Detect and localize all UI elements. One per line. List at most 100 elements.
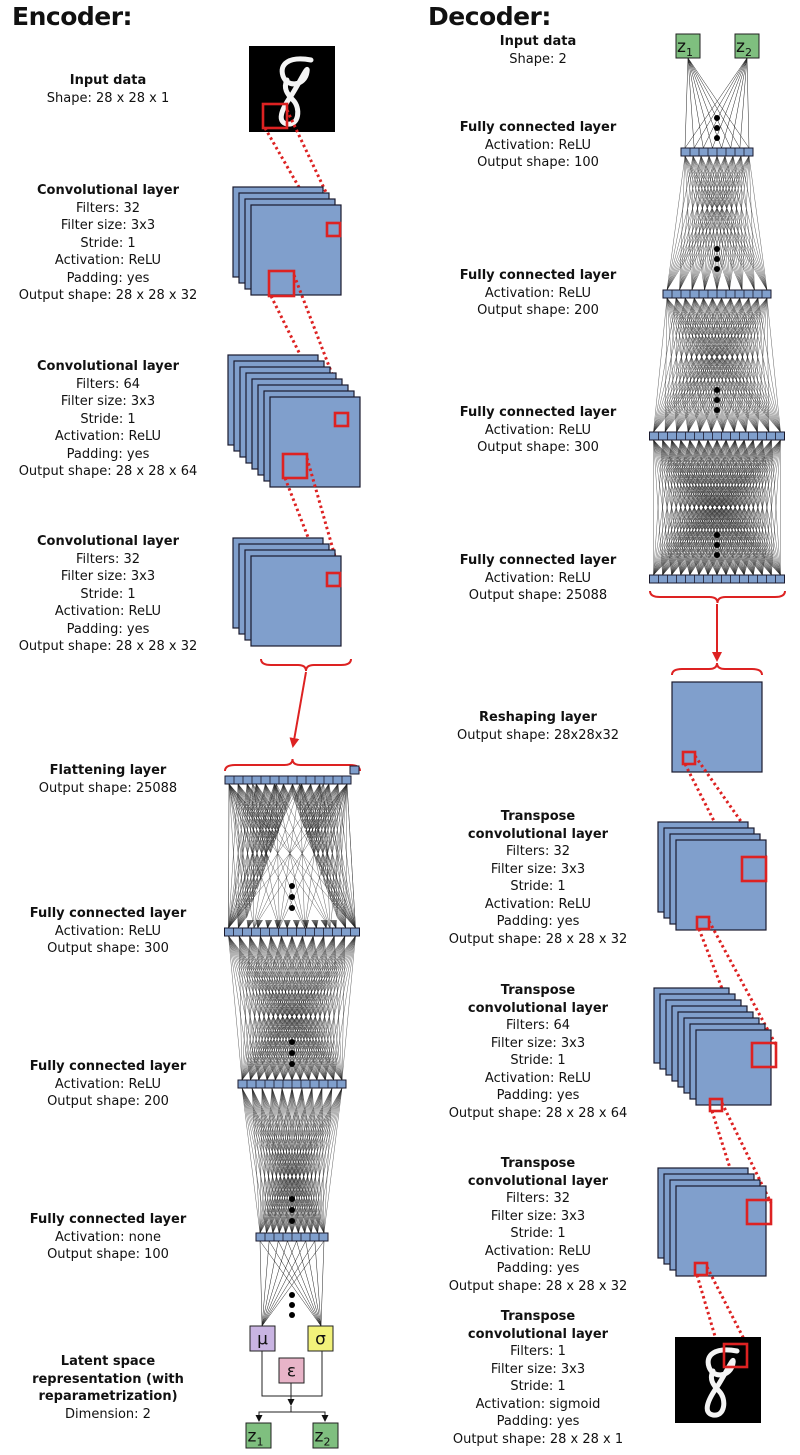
layer-detail-line: Filters: 1: [510, 1344, 566, 1359]
layer-heading: Convolutional layer: [37, 534, 179, 549]
tconv1-output-box: [740, 855, 768, 883]
dot: [289, 1196, 295, 1202]
line: [291, 1411, 329, 1422]
dot: [714, 387, 720, 393]
input-filter-box: [261, 102, 289, 130]
sigma-box: σ: [307, 1325, 334, 1352]
layer-detail-line: Stride: 1: [80, 235, 136, 251]
dot: [289, 1061, 295, 1067]
conv3-feature-stack: [232, 537, 342, 647]
output-pixel-box: [722, 1342, 749, 1369]
conv1-feature-stack: [232, 186, 342, 296]
layer-detail-line: Activation: ReLU: [484, 137, 592, 153]
layer-detail-line: Padding: yes: [496, 914, 580, 929]
dec-ellipsis-1: [714, 246, 720, 272]
encoder-title: Encoder:: [12, 2, 133, 31]
layer-detail-line: Stride: 1: [510, 1379, 566, 1394]
receptive-field-line: [693, 755, 768, 858]
layer-detail-line: Activation: ReLU: [54, 604, 162, 619]
dot: [289, 905, 295, 911]
layer-detail-line: Filter size: 3x3: [490, 1208, 586, 1224]
connection-lines: [241, 1087, 343, 1234]
layer-detail-line: Padding: yes: [496, 1088, 580, 1103]
layer-detail-line: Output shape: 200: [477, 303, 599, 318]
layer-heading: Input data: [499, 34, 577, 49]
line: [261, 1240, 325, 1327]
enc-fc1-bar: [224, 927, 360, 937]
line: [278, 1240, 322, 1327]
tconv1-feature-stack: [657, 821, 767, 931]
layer-heading: Input data: [69, 73, 147, 88]
layer-detail-line: Activation: ReLU: [54, 1076, 162, 1092]
layer-detail-line: Activation: ReLU: [54, 253, 162, 268]
layer-detail-line: Output shape: 28 x 28 x 32: [448, 1278, 628, 1294]
dec-z2-box: z2: [734, 33, 760, 59]
symbol-box: [245, 1422, 272, 1449]
line: [703, 57, 748, 149]
symbol-label: σ: [315, 1330, 326, 1350]
dec-connections-2: [653, 297, 781, 433]
layer-detail-line: Filter size: 3x3: [490, 861, 586, 877]
layer-detail-line: Activation: ReLU: [484, 1070, 592, 1086]
line: [261, 1240, 306, 1327]
symbol-label: ε: [287, 1362, 296, 1382]
layer-detail-line: Output shape: 28 x 28 x 1: [452, 1431, 624, 1447]
symbol-box: [307, 1325, 334, 1352]
line: [693, 57, 748, 149]
line: [687, 57, 750, 149]
connection-lines: [666, 155, 768, 291]
connection-lines: [653, 297, 781, 433]
line: [255, 1406, 292, 1422]
dot: [714, 397, 720, 403]
dot: [289, 1039, 295, 1045]
layer-heading: Convolutional layer: [37, 183, 179, 198]
receptive-field-line: [263, 127, 329, 237]
layer-detail-line: Activation: ReLU: [54, 923, 162, 939]
enc-connections-0b: [228, 783, 356, 929]
layer-detail-line: Output shape: 28 x 28 x 32: [18, 639, 198, 654]
flatten-bar: [224, 775, 352, 785]
neuron-layer-bar: [224, 927, 360, 937]
layer-detail-line: Filters: 32: [75, 200, 141, 216]
line: [687, 57, 713, 149]
reshape-brace: [671, 662, 763, 676]
neuron-layer-bar: [649, 574, 785, 584]
layer-heading: convolutional layer: [467, 1000, 609, 1016]
layer-detail-line: Filter size: 3x3: [490, 1035, 586, 1051]
dec-fc4-bar: [649, 574, 785, 584]
line: [730, 57, 748, 149]
dec-ellipsis-3: [714, 532, 720, 558]
tconv3-output-box: [745, 1198, 773, 1226]
dec-connections-3: [653, 439, 781, 576]
receptive-field-line: [720, 1102, 773, 1204]
enc-z1-box: z1: [245, 1422, 272, 1449]
dot: [714, 542, 720, 548]
layer-heading: convolutional layer: [467, 1173, 609, 1189]
layer-heading: Transpose: [500, 809, 576, 824]
dot: [714, 552, 720, 558]
layer-detail-line: Filter size: 3x3: [60, 394, 156, 409]
layer-detail-line: Output shape: 100: [477, 155, 599, 170]
connection-lines: [228, 935, 356, 1081]
conv3-filter-box: [325, 571, 342, 588]
dot: [714, 246, 720, 252]
layer-detail-line: Filter size: 3x3: [60, 569, 156, 584]
layer-heading: Fully connected layer: [459, 553, 617, 568]
conv3-output-brace: [260, 658, 352, 672]
layer-detail-line: Stride: 1: [80, 586, 136, 602]
dec-ellipsis-2: [714, 387, 720, 413]
tconv3-feature-stack: [657, 1167, 767, 1277]
layer-detail-line: Padding: yes: [496, 1261, 580, 1276]
dot: [714, 266, 720, 272]
layer-heading: Convolutional layer: [37, 359, 179, 374]
layer-heading: Fully connected layer: [459, 405, 617, 420]
symbol-box: [312, 1422, 339, 1449]
